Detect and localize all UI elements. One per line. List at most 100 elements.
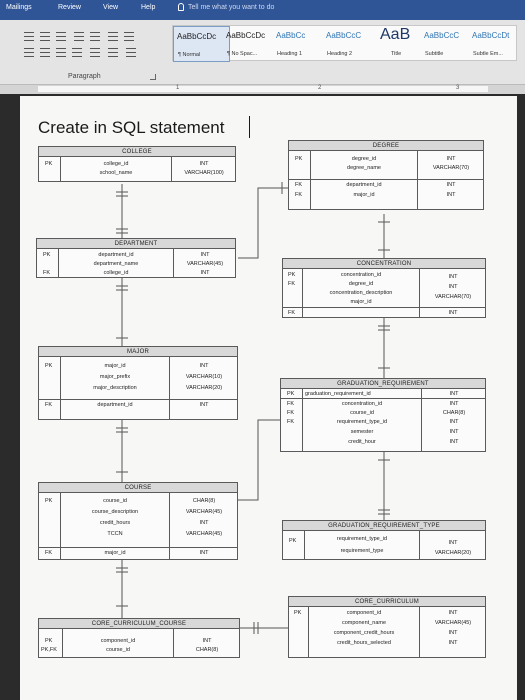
college-field-2: school_name: [99, 170, 133, 176]
graduation-requirement-type-table[interactable]: GRADUATION_REQUIREMENT_TYPE PK requireme…: [282, 520, 486, 560]
style-normal[interactable]: AaBbCcDc ¶ Normal: [173, 26, 230, 62]
align-center-icon[interactable]: [40, 48, 50, 57]
menu-help[interactable]: Help: [141, 4, 156, 11]
style-name: Heading 2: [327, 51, 353, 57]
align-right-icon[interactable]: [56, 48, 66, 57]
core-curriculum-course-table[interactable]: CORE_CURRICULUM_COURSE PK component_id I…: [38, 618, 240, 658]
table-title: GRADUATION_REQUIREMENT_TYPE: [283, 521, 485, 531]
show-marks-icon[interactable]: [124, 32, 134, 41]
course-field-5: major_id: [104, 550, 126, 556]
styles-gallery: AaBbCcDc ¶ Normal AaBbCcDc ¶ No Spac... …: [172, 25, 517, 62]
concentration-field-4: major_id: [350, 299, 372, 305]
style-name: Subtle Em...: [473, 51, 503, 57]
gradreq-key-2: FK: [287, 401, 295, 407]
course-type-1: CHAR(8): [192, 498, 216, 504]
major-type-2: VARCHAR(10): [185, 374, 223, 380]
menu-review[interactable]: Review: [58, 4, 81, 11]
degree-table[interactable]: DEGREE PK degree_id INT degree_name VARC…: [288, 140, 484, 210]
table-title: COLLEGE: [39, 147, 235, 157]
style-no-spacing[interactable]: AaBbCcDc ¶ No Spac...: [223, 26, 280, 62]
department-table[interactable]: DEPARTMENT PK department_id INT departme…: [36, 238, 236, 278]
shading-icon[interactable]: [108, 48, 118, 57]
decrease-indent-icon[interactable]: [74, 32, 84, 41]
sort-icon[interactable]: [108, 32, 118, 41]
style-name: Heading 1: [277, 51, 303, 57]
key-column: [39, 157, 61, 181]
increase-indent-icon[interactable]: [90, 32, 100, 41]
college-table[interactable]: COLLEGE PK college_id INT school_name VA…: [38, 146, 236, 182]
multilevel-list-icon[interactable]: [56, 32, 66, 41]
gradreq-type-5: INT: [449, 429, 459, 435]
key-column: [39, 357, 61, 419]
core-field-2: component_name: [341, 620, 387, 626]
degree-type-3: INT: [446, 182, 456, 188]
major-type-4: INT: [199, 402, 209, 408]
text-cursor: [249, 116, 250, 138]
style-subtitle[interactable]: AaBbCcC Subtitle: [421, 26, 469, 62]
key-column: [37, 249, 59, 277]
ruler-text-area: [38, 86, 488, 92]
concentration-table[interactable]: CONCENTRATION PK concentration_id INT FK…: [282, 258, 486, 318]
style-heading-1[interactable]: AaBbCc Heading 1: [273, 26, 330, 62]
bullets-icon[interactable]: [24, 32, 34, 41]
college-key-1: PK: [45, 161, 53, 167]
style-heading-2[interactable]: AaBbCcC Heading 2: [323, 26, 380, 62]
core-curriculum-table[interactable]: CORE_CURRICULUM PK component_id INT comp…: [288, 596, 486, 658]
gradreq-key-1: PK: [287, 391, 295, 397]
style-sample: AaBbCcDc: [177, 32, 217, 41]
department-key-3: FK: [43, 270, 51, 276]
menu-mailings[interactable]: Mailings: [6, 4, 32, 11]
reqtype-field-1: requirement_type_id: [336, 536, 388, 542]
concentration-type-3: VARCHAR(70): [434, 294, 472, 300]
department-field-3: college_id: [103, 270, 129, 276]
concentration-field-1: concentration_id: [340, 272, 382, 278]
course-table[interactable]: COURSE PK course_id CHAR(8) course_descr…: [38, 482, 238, 560]
course-field-3: credit_hours: [99, 520, 131, 526]
style-subtle-emphasis[interactable]: AaBbCcDt Subtle Em...: [469, 26, 517, 62]
menu-bar: Mailings Review View Help Tell me what y…: [0, 0, 525, 20]
paragraph-tools: [24, 30, 156, 66]
gradreq-type-3: CHAR(8): [442, 410, 466, 416]
ruler-number: 2: [318, 85, 322, 91]
table-title: CORE_CURRICULUM_COURSE: [39, 619, 239, 629]
course-field-4: TCCN: [107, 531, 123, 537]
gradreq-field-5: semester: [350, 429, 374, 435]
type-column: [173, 629, 174, 657]
line-spacing-icon[interactable]: [90, 48, 100, 57]
numbering-icon[interactable]: [40, 32, 50, 41]
type-column: [419, 607, 420, 657]
major-field-3: major_description: [93, 385, 137, 391]
department-field-1: department_id: [98, 252, 134, 258]
key-column: [281, 389, 303, 451]
key-column: [39, 493, 61, 559]
course-key-5: FK: [45, 550, 53, 556]
style-name: Subtitle: [425, 51, 444, 57]
college-field-1: college_id: [103, 161, 129, 167]
tell-me-box[interactable]: Tell me what you want to do: [178, 3, 274, 11]
document-heading[interactable]: Create in SQL statement: [38, 118, 225, 137]
key-column: [283, 269, 303, 317]
borders-icon[interactable]: [126, 48, 136, 57]
dialog-launcher-icon[interactable]: [150, 74, 156, 80]
reqtype-type-1: INT: [448, 540, 458, 546]
college-type-1: INT: [199, 161, 209, 167]
core-field-3: component_credit_hours: [333, 630, 395, 636]
major-field-1: major_id: [104, 363, 126, 369]
core-field-1: component_id: [346, 610, 382, 616]
gradreq-type-2: INT: [449, 401, 459, 407]
menu-view[interactable]: View: [103, 4, 119, 11]
concentration-type-4: INT: [448, 310, 458, 316]
graduation-requirement-table[interactable]: GRADUATION_REQUIREMENT PK graduation_req…: [280, 378, 486, 452]
concentration-field-3: concentration_description: [329, 290, 393, 296]
paragraph-group-label: Paragraph: [68, 73, 101, 80]
tell-me-text: Tell me what you want to do: [188, 3, 275, 11]
degree-type-2: VARCHAR(70): [432, 165, 470, 171]
reqtype-type-2: VARCHAR(20): [434, 550, 472, 556]
style-title[interactable]: AaB Title: [377, 26, 423, 62]
major-table[interactable]: MAJOR PK major_id INT major_prefix VARCH…: [38, 346, 238, 420]
justify-icon[interactable]: [72, 48, 82, 57]
align-left-icon[interactable]: [24, 48, 34, 57]
core-key-1: PK: [294, 610, 302, 616]
link-department-degree: [238, 187, 288, 259]
ruler-number: 1: [176, 85, 180, 91]
